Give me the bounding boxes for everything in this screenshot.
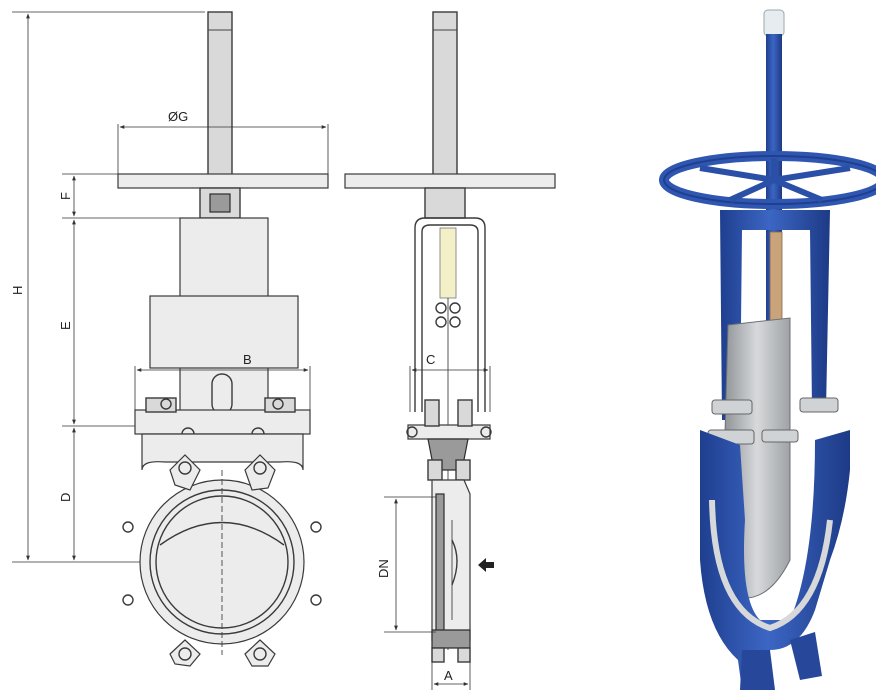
front-gate-edge <box>159 521 285 546</box>
side-dimensions <box>384 366 491 690</box>
side-yoke <box>414 217 486 412</box>
side-gland-bolts <box>406 399 492 438</box>
front-view <box>117 11 329 667</box>
side-view <box>344 11 556 663</box>
label-b: B <box>243 352 252 367</box>
label-a: A <box>444 668 453 683</box>
front-body-neck <box>141 433 304 471</box>
side-threaded-stem <box>439 227 457 299</box>
photo-valve-body <box>700 430 850 690</box>
side-stem-coupling <box>435 302 461 328</box>
label-f: F <box>58 192 73 200</box>
front-bonnet <box>149 295 299 369</box>
label-e: E <box>58 321 73 330</box>
front-gland-plate <box>134 409 311 435</box>
label-h: H <box>10 286 25 295</box>
front-body-ears <box>122 454 322 667</box>
side-stem <box>432 11 458 203</box>
label-g: ØG <box>168 109 188 124</box>
front-stem <box>207 11 233 203</box>
photo-stem-cap <box>763 9 785 37</box>
front-handwheel <box>117 173 329 189</box>
valve-photo <box>659 9 876 690</box>
front-dimensions <box>12 11 329 563</box>
label-d: D <box>58 493 73 502</box>
photo-gland-clamps <box>707 397 839 445</box>
side-stem-nut <box>424 187 466 219</box>
label-c: C <box>426 352 435 367</box>
photo-seat-ring <box>709 499 833 632</box>
label-dn: DN <box>376 559 391 578</box>
flow-direction-arrow <box>478 558 494 572</box>
side-handwheel <box>344 173 556 189</box>
side-gland <box>407 424 491 440</box>
